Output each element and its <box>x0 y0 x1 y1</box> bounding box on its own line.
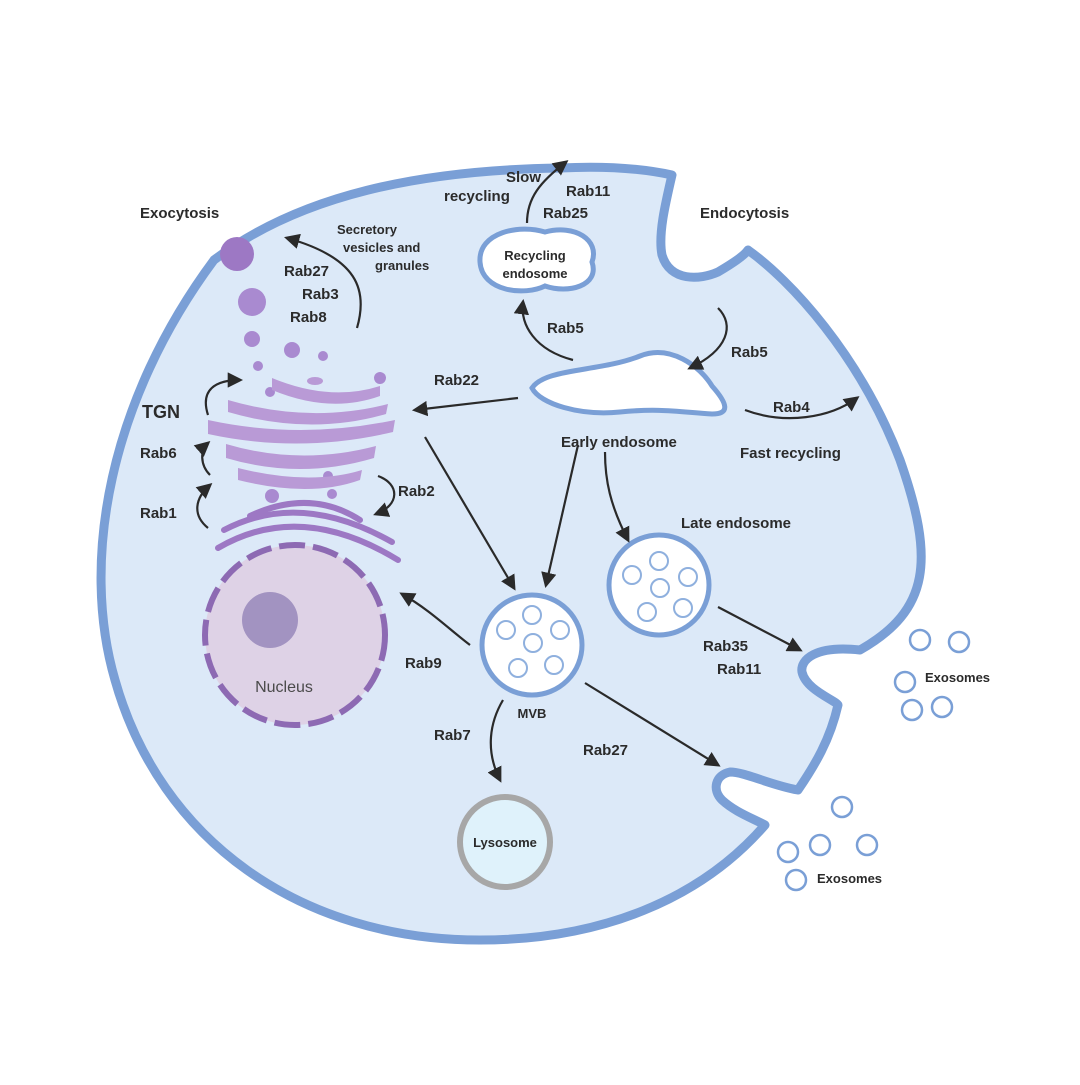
exocytosis-vesicle <box>220 237 254 271</box>
label-rab25: Rab25 <box>543 205 588 222</box>
label-rab11-bottom: Rab11 <box>717 661 761 678</box>
label-rab5-left: Rab5 <box>547 320 584 337</box>
label-late-endosome: Late endosome <box>681 515 791 532</box>
recycling-endosome <box>477 226 596 294</box>
arrow-rab27 <box>584 682 721 767</box>
label-exosomes-bottom: Exosomes <box>817 871 882 886</box>
endoplasmic-reticulum <box>215 499 401 563</box>
arrow-slow-recycling <box>525 160 569 224</box>
late-endosome-vesicles <box>622 551 698 622</box>
label-rab8: Rab8 <box>290 309 327 326</box>
label-rab7: Rab7 <box>434 727 471 744</box>
arrow-tgn <box>204 372 244 416</box>
label-rab9: Rab9 <box>405 655 442 672</box>
secretory-vesicles <box>238 288 386 503</box>
label-rab35: Rab35 <box>703 638 748 655</box>
label-recycling-endosome-2: endosome <box>502 266 567 281</box>
exosomes-bottom <box>776 795 879 892</box>
label-rab6: Rab6 <box>140 445 177 462</box>
label-rab1: Rab1 <box>140 505 177 522</box>
label-endocytosis: Endocytosis <box>700 205 789 222</box>
arrow-rab22 <box>411 396 519 417</box>
label-fast-recycling: Fast recycling <box>740 445 841 462</box>
nucleus-label: Nucleus <box>255 679 313 696</box>
arrow-rab9 <box>399 592 471 646</box>
cell-membrane <box>96 162 926 945</box>
exosomes-top <box>893 628 971 722</box>
arrow-rab4 <box>744 396 860 420</box>
label-mvb: MVB <box>518 706 547 721</box>
label-slow: Slow <box>506 169 541 186</box>
label-recycling: recycling <box>444 188 510 205</box>
label-exosomes-top: Exosomes <box>925 670 990 685</box>
label-rab27-top: Rab27 <box>284 263 329 280</box>
label-rab5-right: Rab5 <box>731 344 768 361</box>
early-endosome <box>529 350 728 417</box>
label-recycling-endosome-1: Recycling <box>504 248 565 263</box>
label-secretory-3: granules <box>375 258 429 273</box>
arrow-to-late <box>603 451 630 543</box>
arrow-late-exosomes <box>717 606 803 652</box>
arrow-rab1 <box>195 482 213 529</box>
arrow-rab5-right <box>687 307 728 370</box>
golgi-stack <box>208 377 395 489</box>
label-rab3: Rab3 <box>302 286 339 303</box>
label-rab11-top: Rab11 <box>566 183 610 200</box>
label-exocytosis: Exocytosis <box>140 205 219 222</box>
arrow-rab2 <box>373 474 396 517</box>
arrow-secretory <box>284 233 362 329</box>
label-rab2: Rab2 <box>398 483 435 500</box>
label-secretory-1: Secretory <box>337 222 398 237</box>
pathway-arrows <box>193 160 860 783</box>
lysosome <box>457 794 553 890</box>
label-rab4: Rab4 <box>773 399 810 416</box>
nucleolus <box>242 592 298 648</box>
label-rab22: Rab22 <box>434 372 479 389</box>
nucleus <box>202 542 388 728</box>
arrow-rab6 <box>193 440 211 476</box>
label-secretory-2: vesicles and <box>343 240 420 255</box>
mvb-vesicles <box>496 605 570 678</box>
arrow-rab5-left <box>513 298 574 362</box>
label-lysosome: Lysosome <box>473 835 537 850</box>
arrow-rab7 <box>487 699 504 783</box>
arrow-to-mvb-from-early <box>541 444 580 589</box>
label-early-endosome: Early endosome <box>561 434 677 451</box>
label-tgn: TGN <box>142 402 180 422</box>
arrow-to-mvb-from-golgi <box>424 436 516 591</box>
label-rab27-bottom: Rab27 <box>583 742 628 759</box>
